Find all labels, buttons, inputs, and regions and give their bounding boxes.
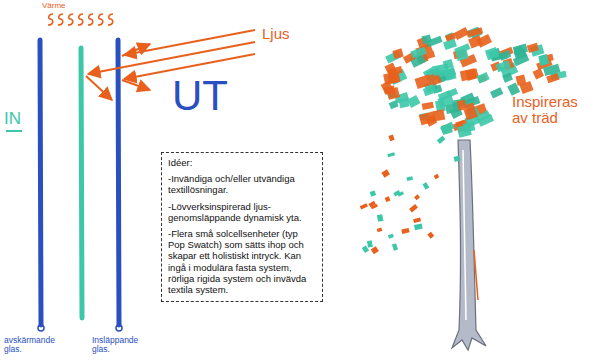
in-underline — [6, 130, 22, 132]
note-item: -Flera små solcellsenheter (typ Pop Swat… — [168, 228, 316, 295]
outside-label: UT — [172, 74, 228, 118]
light-label: Ljus — [262, 26, 290, 42]
textile-layer-line — [81, 48, 82, 318]
heat-label: Värme — [42, 2, 66, 10]
glass-foot — [116, 325, 122, 331]
light-rays — [86, 30, 255, 100]
inner-glass-line — [118, 40, 119, 325]
ideas-note-box: Idéer: -Invändiga och/eller utvändiga tex… — [161, 152, 323, 302]
note-item: -Invändiga och/eller utvändiga textillös… — [168, 173, 316, 195]
glass-label: avskärmande glas. — [4, 336, 74, 354]
tree-leaves — [360, 27, 567, 254]
outer-glass-line — [40, 40, 41, 325]
trunk-mark — [474, 250, 478, 300]
note-heading: Idéer: — [168, 157, 316, 168]
tree-inspiration-label: Inspireras av träd — [512, 94, 592, 126]
inside-label: IN — [4, 110, 21, 128]
tree-trunk — [452, 140, 486, 350]
trunk-highlight — [463, 150, 466, 320]
glass-label: Insläppande glas. — [92, 336, 152, 354]
heat-squiggles — [48, 14, 113, 25]
note-item: -Lövverksinspirerad ljus-genomsläppande … — [168, 201, 316, 223]
glass-foot — [38, 325, 44, 331]
